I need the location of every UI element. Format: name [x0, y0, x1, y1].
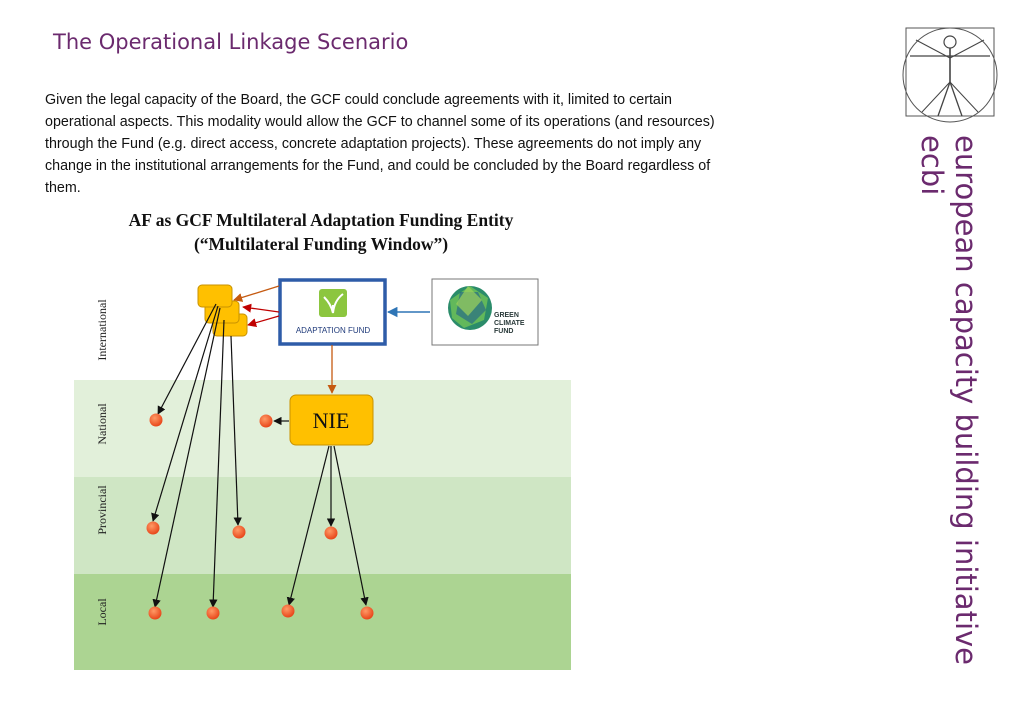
nie-box: [289, 394, 374, 446]
arrow-mie-to-national-1: [157, 303, 217, 415]
beneficiary-dot: [148, 606, 162, 620]
gcf-label-climate: CLIMATE: [494, 320, 525, 327]
adaptation-fund-label: ADAPTATION FUND: [296, 326, 371, 335]
arrow-mie-to-provincial-1: [151, 305, 219, 522]
brand-name: european capacity building initiative: [949, 135, 983, 666]
funding-diagram: AF as GCF Multilateral Adaptation Fundin…: [68, 200, 583, 675]
arrow-mie-to-provincial-2: [230, 335, 242, 526]
vitruvian-man-icon: [902, 27, 998, 123]
level-label-national: National: [95, 403, 109, 445]
diagram-title-line1: AF as GCF Multilateral Adaptation Fundin…: [129, 210, 514, 230]
intro-paragraph: Given the legal capacity of the Board, t…: [45, 92, 715, 196]
diagram-title-line2: (“Multilateral Funding Window”): [194, 234, 448, 254]
beneficiary-dot: [149, 413, 163, 427]
brand-abbr: ecbi: [915, 135, 949, 196]
arrow-af-to-mie-2: [242, 303, 280, 313]
level-label-local: Local: [95, 598, 109, 626]
beneficiary-dot: [206, 606, 220, 620]
beneficiary-dot: [232, 525, 246, 539]
level-label-international: International: [95, 299, 109, 361]
beneficiary-dot: [146, 521, 160, 535]
band-local: [74, 574, 571, 670]
beneficiary-dot: [259, 414, 273, 428]
mie-node-1: [197, 284, 233, 308]
adaptation-fund-box: ADAPTATION FUND: [278, 278, 387, 346]
beneficiary-dot: [281, 604, 295, 618]
arrow-mie-to-local-1: [152, 307, 221, 608]
gcf-label-green: GREEN: [494, 312, 519, 319]
brand-text: european capacity building initiative ec…: [915, 135, 983, 665]
arrow-nie-to-local-1: [286, 445, 330, 606]
beneficiary-dot: [360, 606, 374, 620]
level-label-provincial: Provincial: [95, 485, 109, 535]
slide-title: The Operational Linkage Scenario: [53, 30, 409, 54]
arrow-nie-to-local-2: [333, 445, 369, 606]
green-climate-fund-box: GREEN CLIMATE FUND: [431, 278, 539, 346]
adaptation-fund-logo-icon: [319, 289, 347, 317]
gcf-label-fund: FUND: [494, 328, 513, 335]
arrow-af-to-mie-1: [233, 285, 280, 302]
gcf-globe-icon: [448, 286, 492, 330]
nie-label: NIE: [313, 408, 350, 433]
arrow-mie-to-local-2: [209, 319, 225, 608]
beneficiary-dot: [324, 526, 338, 540]
arrow-af-to-mie-3: [247, 315, 280, 328]
